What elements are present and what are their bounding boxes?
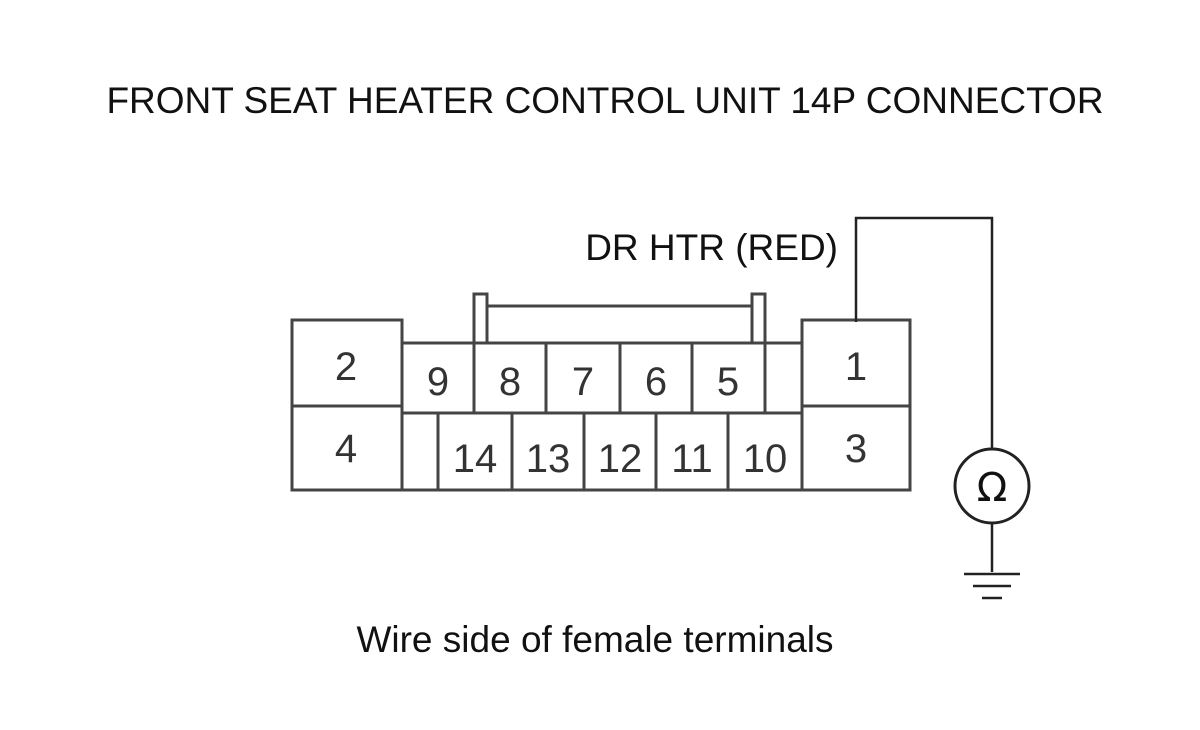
pin-5: 5 (717, 360, 739, 404)
pin-7: 7 (572, 360, 594, 404)
latch-right-post (750, 292, 767, 343)
pin-11: 11 (671, 437, 713, 481)
pin-10: 10 (743, 437, 788, 481)
pin-1: 1 (845, 345, 867, 389)
pin-14: 14 (453, 437, 498, 481)
diagram-caption: Wire side of female terminals (356, 619, 833, 660)
diagram-title: FRONT SEAT HEATER CONTROL UNIT 14P CONNE… (106, 80, 1103, 121)
ohmmeter-symbol: Ω (953, 447, 1031, 525)
pin-6: 6 (645, 360, 667, 404)
pin-3: 3 (845, 427, 867, 471)
pin-9: 9 (427, 360, 449, 404)
ohm-icon: Ω (977, 465, 1008, 511)
pin-13: 13 (526, 437, 571, 481)
ground-icon (964, 523, 1020, 600)
pin-labels: 2 4 1 3 9 8 7 6 5 14 13 12 11 10 (335, 345, 867, 481)
pin-2: 2 (335, 345, 357, 389)
wire-label: DR HTR (RED) (585, 227, 838, 268)
connector-body (290, 292, 912, 492)
test-lead-wire (854, 216, 994, 448)
pin-8: 8 (499, 360, 521, 404)
latch-left-post (472, 292, 489, 343)
middle-pin-block (400, 341, 804, 492)
pin-12: 12 (598, 437, 643, 481)
pin-4: 4 (335, 427, 357, 471)
